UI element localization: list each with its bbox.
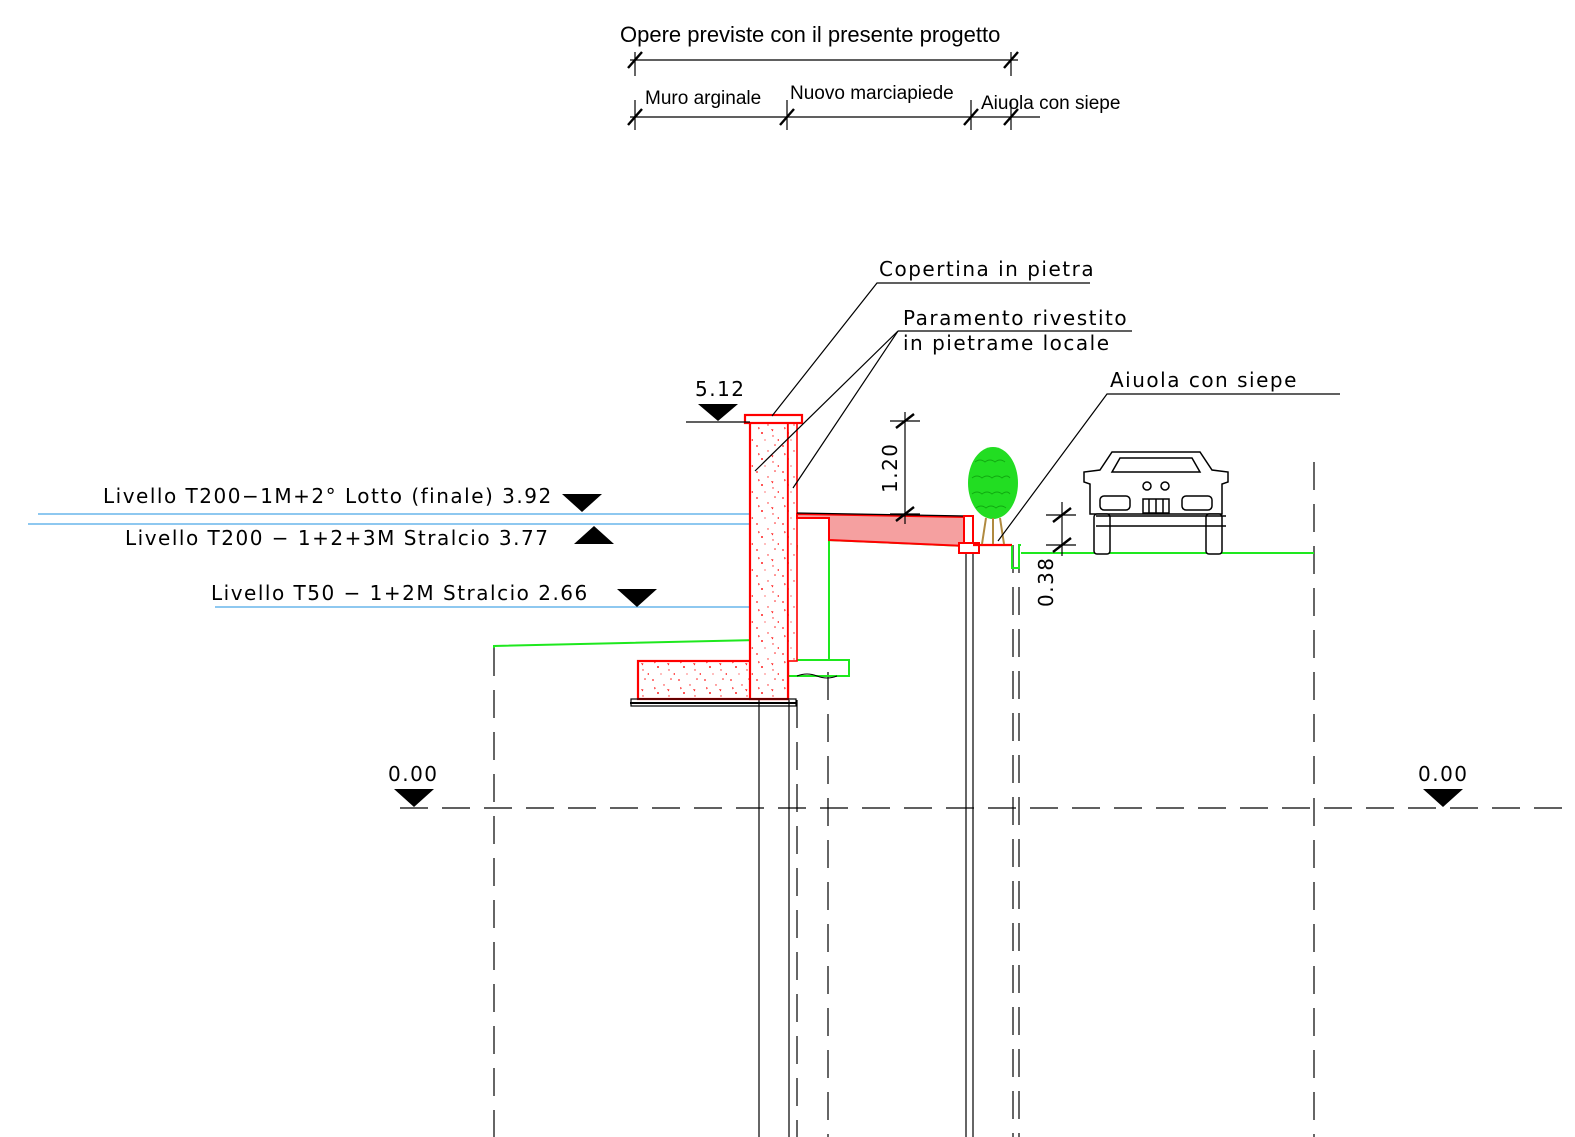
wall-coping xyxy=(743,413,804,425)
segment-label-muro: Muro arginale xyxy=(645,88,761,109)
header-title: Opere previste con il presente progetto xyxy=(620,22,1000,47)
dimension-tick xyxy=(895,413,915,429)
wall-stone-facing xyxy=(787,420,798,662)
wall-stem xyxy=(748,419,790,701)
level-datum-right: 0.00 xyxy=(1418,762,1469,807)
curb-foundation xyxy=(958,542,980,554)
triangle-up-icon xyxy=(574,526,614,544)
sidewalk xyxy=(796,512,1012,554)
level-t200-finale-label: Livello T200−1M+2° Lotto (finale) 3.92 xyxy=(103,484,553,508)
level-t200-stralcio-label: Livello T200 − 1+2+3M Stralcio 3.77 xyxy=(125,526,549,550)
triangle-down-icon xyxy=(617,589,657,607)
leader-line xyxy=(754,330,899,472)
level-top-wall-label: 5.12 xyxy=(695,377,746,401)
dimension-kerb: 0.38 xyxy=(1034,502,1076,607)
retaining-wall xyxy=(630,413,804,707)
triangle-down-icon xyxy=(394,789,434,807)
car-icon xyxy=(1083,451,1229,555)
dimension-kerb-label: 0.38 xyxy=(1034,556,1058,607)
triangle-down-icon xyxy=(562,494,602,512)
level-t200-finale: Livello T200−1M+2° Lotto (finale) 3.92 xyxy=(103,484,602,512)
segment-label-marciapiede: Nuovo marciapiede xyxy=(790,83,954,104)
sidewalk-slab xyxy=(796,512,967,548)
callout-copertina-label: Copertina in pietra xyxy=(879,257,1095,281)
level-datum-left: 0.00 xyxy=(388,762,439,807)
triangle-down-icon xyxy=(698,404,738,421)
triangle-down-icon xyxy=(1423,789,1463,807)
water-levels xyxy=(28,513,752,608)
segment-label-aiuola: Aiuola con siepe xyxy=(981,93,1120,114)
dimension-parapet: 1.20 xyxy=(878,412,920,524)
level-t50-stralcio-label: Livello T50 − 1+2M Stralcio 2.66 xyxy=(211,581,589,605)
footing-lean-concrete xyxy=(630,698,797,707)
dimension-tick xyxy=(895,506,915,522)
callout-aiuola-label: Aiuola con siepe xyxy=(1110,368,1298,392)
callout-aiuola: Aiuola con siepe xyxy=(997,368,1340,542)
level-top-wall: 5.12 xyxy=(686,377,750,423)
leader-line xyxy=(997,393,1340,542)
level-t200-stralcio: Livello T200 − 1+2+3M Stralcio 3.77 xyxy=(125,526,614,550)
level-datum-left-label: 0.00 xyxy=(388,762,439,786)
hedge-icon xyxy=(968,447,1018,545)
terrain-kerb xyxy=(1011,544,1021,569)
leader-line xyxy=(792,330,899,489)
dimension-parapet-label: 1.20 xyxy=(878,442,902,493)
dimension-tick xyxy=(1052,537,1072,553)
level-t50-stralcio: Livello T50 − 1+2M Stralcio 2.66 xyxy=(211,581,657,607)
leader-line xyxy=(771,282,1090,417)
sidewalk-surface xyxy=(796,512,967,517)
dimension-tick xyxy=(1052,507,1072,523)
terrain-river-side xyxy=(493,639,759,648)
axis-lines xyxy=(400,462,1575,1137)
break-line xyxy=(796,673,838,679)
callout-paramento-line2: in pietrame locale xyxy=(903,331,1111,355)
callout-copertina: Copertina in pietra xyxy=(771,257,1095,417)
header: Opere previste con il presente progetto … xyxy=(620,22,1120,130)
callout-paramento-line1: Paramento rivestito xyxy=(903,306,1128,330)
callout-paramento: Paramento rivestito in pietrame locale xyxy=(754,306,1132,489)
level-datum-right-label: 0.00 xyxy=(1418,762,1469,786)
